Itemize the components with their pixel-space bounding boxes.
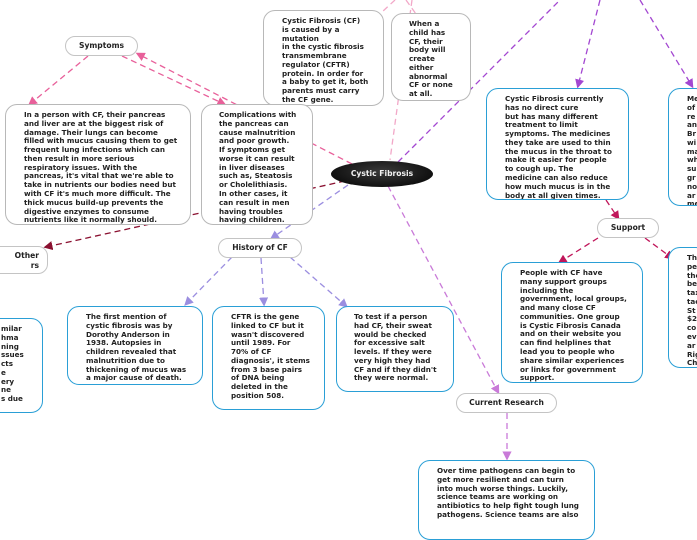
note-support-groups[interactable]: People with CF have many support groups … (501, 262, 643, 383)
edge-top-cause (381, 0, 396, 13)
note-cause[interactable]: Cystic Fibrosis (CF) is caused by a muta… (263, 10, 384, 106)
edge-central-history (269, 184, 349, 240)
topic-history[interactable]: History of CF (218, 238, 302, 258)
edge-history-cftr (259, 257, 269, 307)
topic-other[interactable]: Other rs (0, 246, 48, 274)
edge-to-right (639, 0, 694, 89)
edge-support-right (644, 237, 675, 260)
edge-to-cure (575, 0, 601, 89)
edge-top-child (405, 0, 417, 15)
note-pancreas[interactable]: In a person with CF, their pancreas and … (5, 104, 191, 225)
note-left-partial[interactable]: milar hma ning ssues cts e ery ne s due (0, 318, 43, 413)
note-first-mention[interactable]: The first mention of cystic fibrosis was… (67, 306, 203, 385)
edge-support-groups (557, 237, 599, 264)
note-sweat[interactable]: To test if a person had CF, their sweat … (336, 306, 454, 392)
edge-central-research (387, 185, 500, 395)
edge-central-upright (397, 0, 561, 163)
note-complications[interactable]: Complications with the pancreas can caus… (201, 104, 313, 225)
note-cftr-gene[interactable]: CFTR is the gene linked to CF but it was… (212, 306, 325, 410)
central-topic[interactable]: Cystic Fibrosis (331, 161, 433, 187)
note-right-partial-2[interactable]: Th pe the be tax tac St $2 co ev ar Rig … (668, 247, 697, 368)
note-cure[interactable]: Cystic Fibrosis currently has no direct … (486, 88, 629, 200)
note-right-partial[interactable]: Me of re an Br wi ma wh su gr no ar me (668, 88, 697, 206)
edge-history-first (184, 256, 233, 306)
edge-symptoms-pancreas (27, 55, 89, 106)
edge-cure-support (605, 199, 620, 221)
note-child[interactable]: When a child has CF, their body will cre… (391, 13, 471, 101)
topic-symptoms[interactable]: Symptoms (65, 36, 138, 56)
edge-symptoms-complications (121, 55, 227, 106)
topic-research[interactable]: Current Research (456, 393, 557, 413)
note-research[interactable]: Over time pathogens can begin to get mor… (418, 460, 595, 540)
edge-history-sweat (289, 256, 348, 308)
topic-support[interactable]: Support (597, 218, 659, 238)
